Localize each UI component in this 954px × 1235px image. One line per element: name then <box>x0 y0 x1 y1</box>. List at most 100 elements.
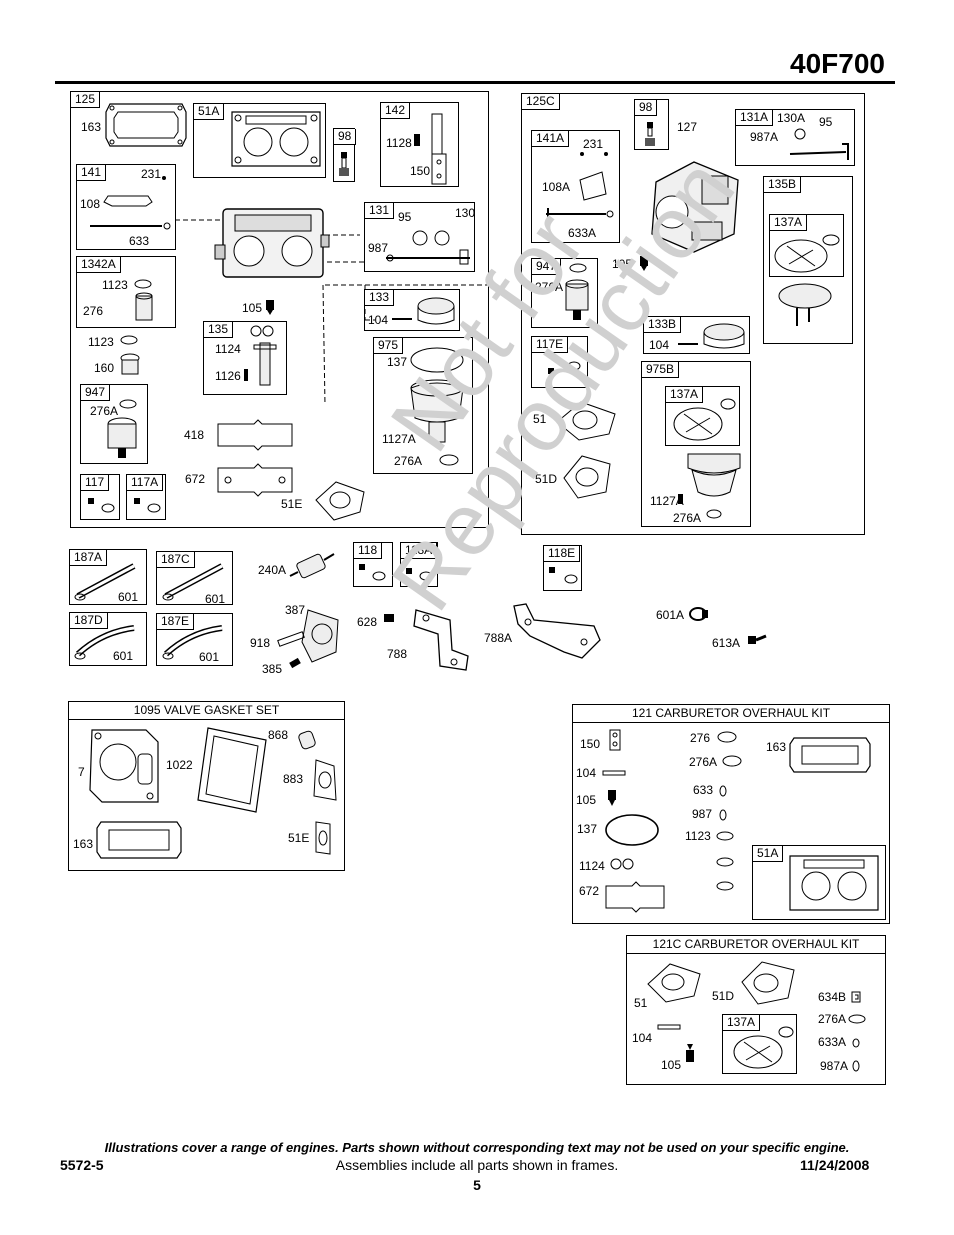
frame-label: 141 <box>77 165 107 181</box>
carburetor-gasket-icon <box>228 106 324 172</box>
nozzle-icon <box>244 325 286 391</box>
part-label: 276 <box>690 731 711 745</box>
gasket-icon <box>788 734 872 776</box>
part-label: 918 <box>250 636 271 650</box>
frame-label: 187E <box>157 614 195 630</box>
frame-947: 947 <box>531 258 598 328</box>
part-label: 987A <box>750 130 779 144</box>
part-label: 108A <box>542 180 571 194</box>
jet-icon <box>548 358 584 374</box>
fuel-line-icon <box>72 622 144 664</box>
fuel-line-icon <box>160 560 232 604</box>
choke-shaft-icon <box>384 222 474 268</box>
part-label: 231 <box>583 137 604 151</box>
part-label: 1124 <box>579 859 605 873</box>
o-ring-icon <box>714 829 736 843</box>
frame-label: 131A <box>736 110 774 126</box>
part-label: 672 <box>185 472 206 486</box>
part-label: 231 <box>141 167 162 181</box>
frame-label: 51A <box>194 104 225 120</box>
intake-gasket-icon <box>551 398 621 444</box>
frame-131A: 131A <box>735 109 855 166</box>
frame-label: 137A <box>666 387 704 403</box>
frame-187D: 187D <box>69 612 147 666</box>
frame-label: 142 <box>381 103 411 119</box>
part-label: 883 <box>283 772 304 786</box>
jet-icon <box>134 498 164 516</box>
frame-975B: 975B <box>641 361 751 527</box>
o-ring-icon <box>714 879 736 893</box>
pin-icon <box>601 768 627 778</box>
needle-icon <box>266 300 274 315</box>
bracket-icon <box>414 110 456 186</box>
frame-118E: 118E <box>543 545 582 591</box>
frame-label: 117E <box>532 337 569 353</box>
frame-label: 187D <box>70 613 108 629</box>
frame-118: 118 <box>353 542 393 587</box>
part-label: 127 <box>677 120 698 134</box>
screw-icon <box>339 152 349 176</box>
assemblies-note: Assemblies include all parts shown in fr… <box>335 1157 619 1173</box>
fuel-pump-icon <box>276 602 348 669</box>
float-bowl-icon <box>403 340 473 470</box>
part-label: 276A <box>394 454 423 468</box>
part-label: 51 <box>533 412 547 426</box>
part-label: 387 <box>285 603 306 617</box>
frame-133B: 133B <box>643 316 750 354</box>
part-label: 634B <box>818 990 847 1004</box>
jet-icon <box>406 568 436 584</box>
part-label: 137 <box>577 822 598 836</box>
model-title: 40F700 <box>790 48 885 79</box>
frame-1342A: 1342A <box>76 256 176 328</box>
frame-117A: 117A <box>126 474 166 520</box>
frame-label: 51A <box>753 846 784 862</box>
part-label: 105 <box>576 793 597 807</box>
part-label: 7 <box>78 765 85 779</box>
frame-98: 98 <box>634 99 669 150</box>
part-label: 1123 <box>102 278 128 292</box>
fuel-line-icon <box>160 622 232 664</box>
part-label: 987A <box>820 1059 849 1073</box>
frame-133: 133 <box>364 289 460 331</box>
frame-187C: 187C <box>156 551 233 605</box>
frame-label: 135B <box>764 177 802 193</box>
needle-icon <box>608 790 616 806</box>
kit-121C-frame: 121C CARBURETOR OVERHAUL KIT <box>626 935 886 1085</box>
disclaimer: Illustrations cover a range of engines. … <box>104 1140 850 1155</box>
part-label: 672 <box>579 884 600 898</box>
clamp-icon <box>688 606 708 622</box>
solenoid-icon <box>100 396 144 458</box>
part-label: 1128 <box>386 136 412 150</box>
intake-gasket-icon <box>310 478 370 524</box>
frame-label: 118A <box>401 543 438 559</box>
part-label: 150 <box>580 737 601 751</box>
header-rule <box>55 81 895 84</box>
kit-1095-frame: 1095 VALVE GASKET SET <box>68 701 345 871</box>
frame-131: 131 <box>364 202 475 272</box>
frame-135B: 135B <box>763 176 853 344</box>
frame-51A: 51A <box>193 103 326 178</box>
gasket-icon <box>95 818 183 862</box>
bracket-icon <box>410 604 474 674</box>
frame-label: 975B <box>642 362 680 378</box>
part-label: 95 <box>819 115 833 129</box>
part-label: 108 <box>80 197 101 211</box>
part-label: 788A <box>484 631 513 645</box>
part-label: 601 <box>118 590 139 604</box>
carburetor-body-icon <box>215 205 330 285</box>
part-label: 868 <box>268 728 289 742</box>
frame-label: 133B <box>644 317 682 333</box>
part-label: 276 <box>83 304 104 318</box>
part-label: 1123 <box>88 335 114 349</box>
rocker-cover-gasket-icon <box>194 724 270 816</box>
frame-98: 98 <box>333 128 357 182</box>
frame-label: 118 <box>354 543 383 559</box>
part-label: 601A <box>656 608 685 622</box>
frame-label: 135 <box>204 322 234 338</box>
o-ring-icon <box>604 812 662 848</box>
float-icon <box>390 294 458 330</box>
frame-label: 133 <box>365 290 395 306</box>
part-label: 105 <box>661 1058 682 1072</box>
part-label: 163 <box>73 837 94 851</box>
gasket-icon <box>308 756 340 806</box>
